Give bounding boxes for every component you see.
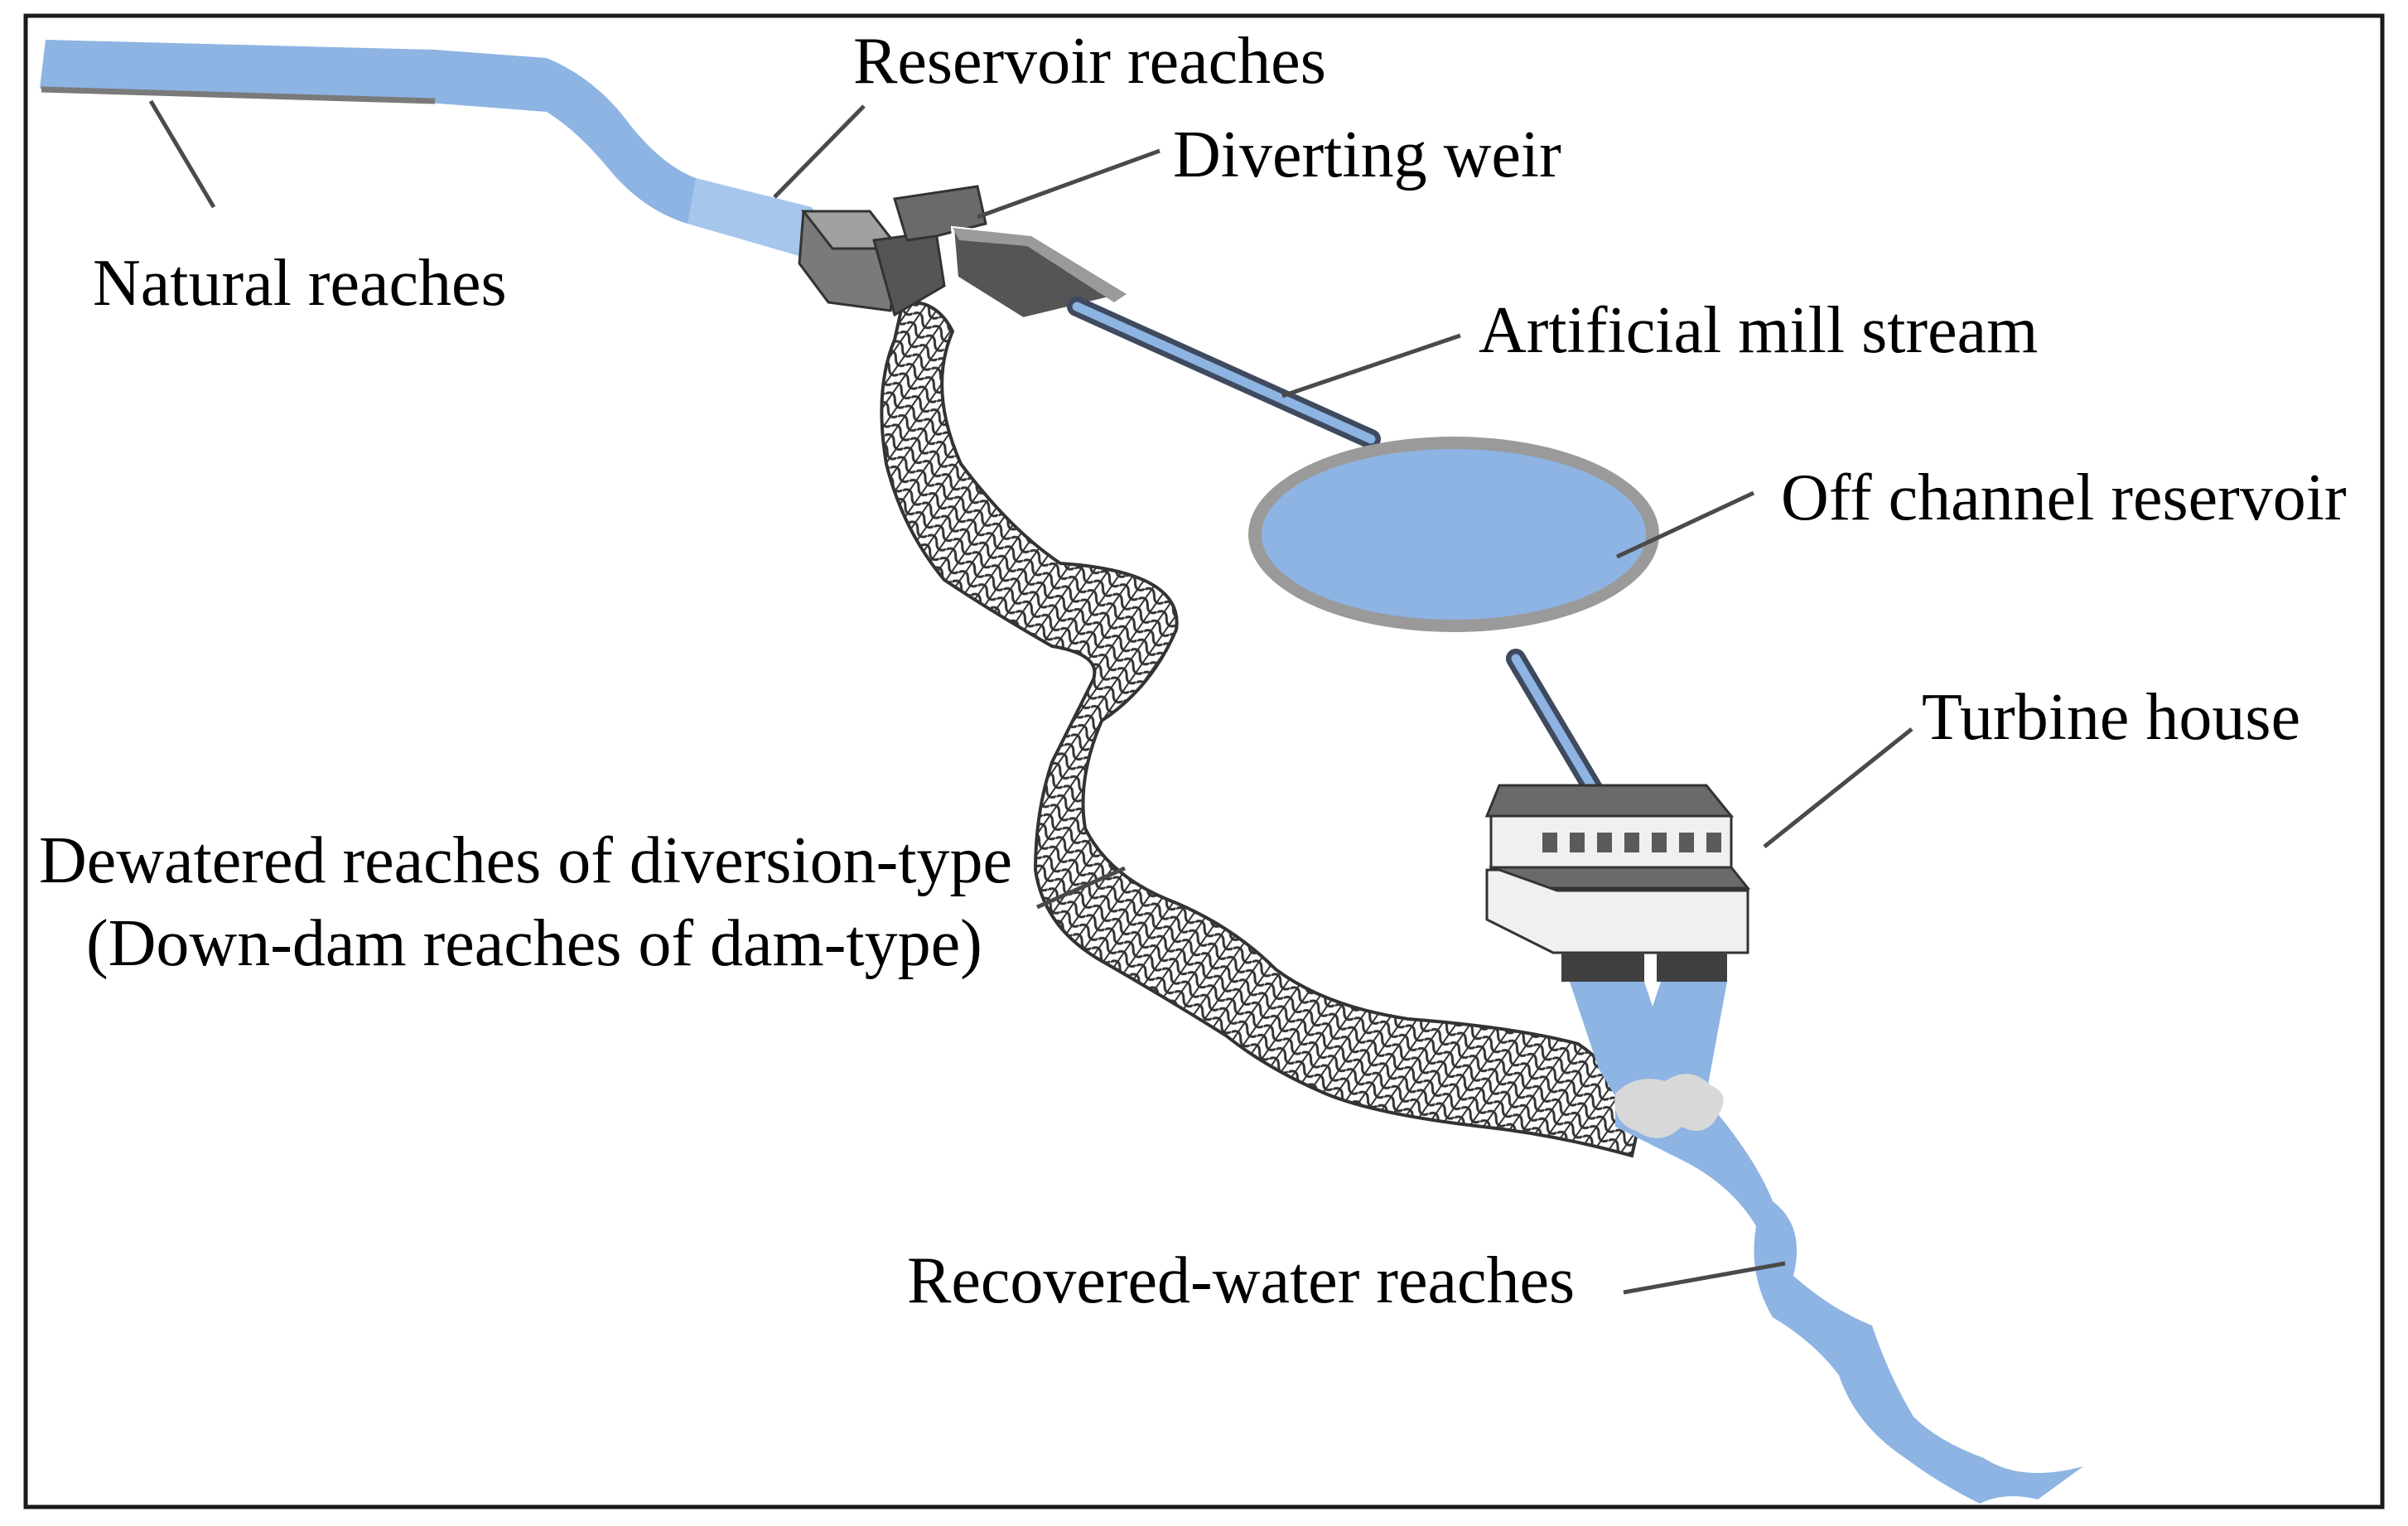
leader-dewatered-reaches xyxy=(1035,866,1127,910)
leader-lines xyxy=(148,99,1913,1295)
leader-recovered-water-reaches xyxy=(1623,1261,1786,1295)
label-natural-reaches: Natural reaches xyxy=(93,247,507,320)
turbine-house-lower-wall xyxy=(1485,868,1749,954)
reservoir-reaches-water xyxy=(688,178,837,258)
leader-natural-reaches xyxy=(148,99,216,209)
label-dewatered-reaches-line1: Dewatered reaches of diversion-type xyxy=(39,824,1012,897)
label-dewatered-reaches-line2: (Down-dam reaches of dam-type) xyxy=(86,907,982,980)
recovered-water-reaches-river xyxy=(1615,1102,2083,1504)
diagram-frame xyxy=(23,13,2385,1509)
turbulent-outflow xyxy=(1614,1074,1724,1138)
leader-turbine-house xyxy=(1763,727,1913,848)
leader-reservoir-reaches xyxy=(773,104,866,199)
leader-artificial-mill-stream xyxy=(1281,333,1461,398)
leader-diverting-weir xyxy=(977,148,1161,220)
natural-reaches-bank-line xyxy=(41,86,436,104)
turbine-house-windows xyxy=(1542,833,1721,852)
diverting-weir xyxy=(798,185,1132,321)
weir-gate-rim xyxy=(953,228,1127,302)
turbine-outlet-left xyxy=(1561,953,1644,982)
penstock-water xyxy=(1511,654,1600,796)
turbine-outlet-right xyxy=(1657,953,1727,982)
label-diverting-weir: Diverting weir xyxy=(1173,118,1561,191)
turbine-house-roof xyxy=(1484,784,1735,818)
leader-off-channel-reservoir xyxy=(1615,490,1755,559)
label-artificial-mill-stream: Artificial mill stream xyxy=(1479,294,2038,367)
label-reservoir-reaches: Reservoir reaches xyxy=(853,25,1326,98)
turbine-house xyxy=(1484,784,1751,982)
label-turbine-house: Turbine house xyxy=(1922,681,2300,754)
artificial-mill-stream-water xyxy=(1072,302,1376,444)
off-channel-reservoir-water xyxy=(1262,449,1646,620)
label-off-channel-reservoir: Off channel reservoir xyxy=(1781,461,2347,534)
label-recovered-water-reaches: Recovered-water reaches xyxy=(907,1244,1575,1317)
